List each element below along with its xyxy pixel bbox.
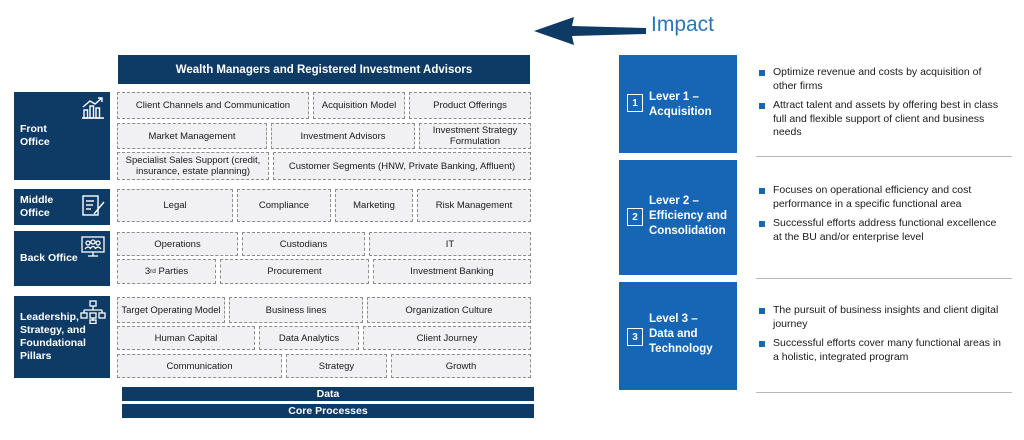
- lever-3-box: 3 Level 3 – Data and Technology: [619, 282, 737, 390]
- cell-investment-strategy: Investment Strategy Formulation: [419, 123, 531, 149]
- square-bullet-icon: [759, 341, 765, 347]
- cell-marketing: Marketing: [335, 189, 413, 222]
- cell-organization-culture: Organization Culture: [367, 297, 531, 323]
- lever-2-box: 2 Lever 2 – Efficiency and Consolidation: [619, 160, 737, 275]
- lever-3-bullet-text: Successful efforts cover many functional…: [773, 337, 1002, 363]
- lever-1-number: 1: [627, 94, 643, 112]
- lever-1-box: 1 Lever 1 – Acquisition: [619, 55, 737, 153]
- square-bullet-icon: [759, 70, 765, 76]
- cell-customer-segments: Customer Segments (HNW, Private Banking,…: [273, 152, 531, 180]
- lever-3-bullet-text: The pursuit of business insights and cli…: [773, 304, 999, 330]
- cell-procurement: Procurement: [220, 259, 369, 284]
- lever-2-number: 2: [627, 208, 643, 226]
- lever-3-title: Level 3 – Data and Technology: [649, 313, 713, 355]
- cell-growth: Growth: [391, 354, 531, 378]
- cell-target-operating-model: Target Operating Model: [117, 297, 225, 323]
- section-middle-office-label: Middle Office: [20, 194, 54, 219]
- footer-core-processes-label: Core Processes: [288, 405, 368, 417]
- lever-1-bullet: Attract talent and assets by offering be…: [757, 99, 1005, 140]
- cell-custodians: Custodians: [242, 232, 365, 256]
- section-front-office-label: Front Office: [20, 123, 50, 148]
- lever-3-bullet: Successful efforts cover many functional…: [757, 337, 1005, 364]
- cell-human-capital: Human Capital: [117, 326, 255, 350]
- lever-3-number: 3: [627, 328, 643, 346]
- cell-investment-banking: Investment Banking: [373, 259, 531, 284]
- cell-specialist-sales: Specialist Sales Support (credit, insura…: [117, 152, 269, 180]
- divider: [756, 278, 1012, 279]
- diagram-header: Wealth Managers and Registered Investmen…: [118, 55, 530, 84]
- section-middle-office: Middle Office: [14, 189, 110, 225]
- section-back-office-label: Back Office: [20, 252, 78, 264]
- footer-data-bar: Data: [122, 387, 534, 401]
- team-monitor-icon: [81, 236, 105, 257]
- org-chart-icon: [80, 300, 106, 324]
- divider: [756, 392, 1012, 393]
- cell-communication: Communication: [117, 354, 282, 378]
- section-back-office: Back Office: [14, 231, 110, 286]
- lever-3-bullets: The pursuit of business insights and cli…: [757, 304, 1005, 370]
- cell-product-offerings: Product Offerings: [409, 92, 531, 119]
- cell-client-journey: Client Journey: [363, 326, 531, 350]
- lever-2-bullet: Focuses on operational efficiency and co…: [757, 184, 1005, 211]
- cell-risk-management: Risk Management: [417, 189, 531, 222]
- footer-data-label: Data: [316, 388, 340, 400]
- lever-1-title: Lever 1 – Acquisition: [649, 91, 712, 118]
- lever-1-bullet-text: Optimize revenue and costs by acquisitio…: [773, 66, 982, 92]
- cell-business-lines: Business lines: [229, 297, 363, 323]
- document-pen-icon: [82, 195, 105, 216]
- cell-third-parties-rest: Parties: [155, 266, 189, 277]
- divider: [756, 156, 1012, 157]
- lever-2-bullet: Successful efforts address functional ex…: [757, 217, 1005, 244]
- lever-2-title: Lever 2 – Efficiency and Consolidation: [649, 195, 727, 237]
- cell-third-parties-sup: rd: [150, 268, 156, 275]
- lever-1-bullet: Optimize revenue and costs by acquisitio…: [757, 66, 1005, 93]
- lever-3-bullet: The pursuit of business insights and cli…: [757, 304, 1005, 331]
- square-bullet-icon: [759, 188, 765, 194]
- section-leadership: Leadership, Strategy, and Foundational P…: [14, 296, 110, 378]
- lever-2-bullets: Focuses on operational efficiency and co…: [757, 184, 1005, 250]
- footer-core-processes-bar: Core Processes: [122, 404, 534, 418]
- section-leadership-label: Leadership, Strategy, and Foundational P…: [20, 311, 86, 362]
- cell-client-channels: Client Channels and Communication: [117, 92, 309, 119]
- bar-chart-icon: [82, 97, 104, 119]
- cell-acquisition-model: Acquisition Model: [313, 92, 405, 119]
- lever-2-bullet-text: Focuses on operational efficiency and co…: [773, 184, 972, 210]
- cell-third-parties-num: 3: [144, 266, 151, 277]
- cell-data-analytics: Data Analytics: [259, 326, 359, 350]
- section-front-office: Front Office: [14, 92, 110, 180]
- cell-compliance: Compliance: [237, 189, 331, 222]
- lever-2-bullet-text: Successful efforts address functional ex…: [773, 217, 997, 243]
- cell-strategy: Strategy: [286, 354, 387, 378]
- square-bullet-icon: [759, 308, 765, 314]
- impact-title: Impact: [651, 13, 715, 36]
- lever-1-bullet-text: Attract talent and assets by offering be…: [773, 99, 999, 138]
- cell-market-management: Market Management: [117, 123, 267, 149]
- arrow-left-icon: [534, 17, 646, 45]
- cell-operations: Operations: [117, 232, 238, 256]
- cell-investment-advisors: Investment Advisors: [271, 123, 415, 149]
- square-bullet-icon: [759, 103, 765, 109]
- cell-legal: Legal: [117, 189, 233, 222]
- cell-it: IT: [369, 232, 531, 256]
- diagram-header-title: Wealth Managers and Registered Investmen…: [175, 63, 473, 76]
- lever-1-bullets: Optimize revenue and costs by acquisitio…: [757, 66, 1005, 146]
- square-bullet-icon: [759, 221, 765, 227]
